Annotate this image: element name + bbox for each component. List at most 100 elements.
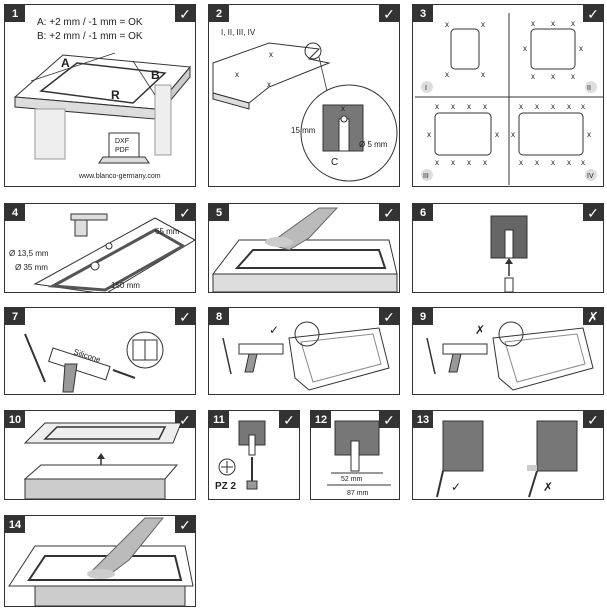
svg-text:x: x: [551, 19, 555, 28]
step-9-panel: 9 ✗ ✗: [412, 307, 604, 395]
seal-check-illustration: ✓ ✗: [436, 420, 578, 498]
step-10-panel: 10 ✓: [4, 410, 196, 500]
check-icon: ✓: [379, 411, 399, 428]
step-number: 7: [5, 308, 25, 325]
step-number: 14: [5, 516, 25, 533]
check-icon: ✓: [175, 5, 195, 22]
svg-text:x: x: [511, 130, 515, 139]
cutout-tolerance-illustration: A: +2 mm / -1 mm = OK B: +2 mm / -1 mm =…: [13, 17, 191, 180]
svg-text:x: x: [535, 102, 539, 111]
step-8-panel: 8 ✓ ✓: [208, 307, 400, 395]
step-14-panel: 14 ✓: [4, 515, 196, 607]
svg-text:x: x: [451, 102, 455, 111]
svg-text:x: x: [571, 72, 575, 81]
svg-text:x: x: [467, 102, 471, 111]
svg-text:x: x: [551, 72, 555, 81]
svg-text:x: x: [567, 102, 571, 111]
svg-text:x: x: [483, 158, 487, 167]
silicone-gun-illustration: Silicone: [24, 331, 164, 393]
dim-150mm: 150 mm: [111, 281, 140, 290]
quadrant-iii-label: III: [423, 173, 429, 180]
step-number: 5: [209, 204, 229, 221]
svg-text:x: x: [435, 102, 439, 111]
dim-5mm: Ø 5 mm: [359, 140, 388, 149]
step-11-panel: 11 ✓ PZ 2: [208, 410, 300, 500]
step-number: 6: [413, 204, 433, 221]
clip-position-illustration: I, II, III, IV x x x x 15 mm Ø 5 mm C: [212, 28, 398, 182]
svg-text:x: x: [427, 130, 431, 139]
check-icon: ✓: [279, 411, 299, 428]
svg-text:x: x: [445, 20, 449, 29]
correct-mark: ✓: [451, 480, 461, 494]
ok-mark: ✓: [269, 323, 279, 337]
label-c: C: [331, 157, 338, 168]
svg-text:x: x: [451, 158, 455, 167]
svg-text:x: x: [467, 158, 471, 167]
check-icon: ✓: [175, 516, 195, 533]
tap-hole-illustration: Ø 13,5 mm Ø 35 mm 65 mm 150 mm: [9, 213, 195, 292]
dim-87mm: 87 mm: [347, 490, 369, 497]
check-icon: ✓: [379, 204, 399, 221]
step-number: 10: [5, 411, 25, 428]
clip-mark: x: [267, 80, 271, 89]
clip-marks-i: x x x x: [445, 20, 485, 79]
svg-text:x: x: [483, 102, 487, 111]
svg-text:x: x: [495, 130, 499, 139]
step-5-panel: 5 ✓: [208, 203, 400, 293]
step-6-panel: 6 ✓: [412, 203, 604, 293]
step-number: 3: [413, 5, 433, 22]
label-b: B: [151, 68, 160, 82]
quadrant-i-label: I: [425, 85, 427, 92]
svg-text:x: x: [435, 158, 439, 167]
step-number: 12: [311, 411, 331, 428]
step-7-panel: 7 ✓ Silicone: [4, 307, 196, 395]
check-icon: ✓: [583, 5, 603, 22]
step-13-panel: 13 ✓ ✓ ✗: [412, 410, 604, 500]
svg-text:x: x: [481, 70, 485, 79]
step-number: 11: [209, 411, 229, 428]
dim-52mm: 52 mm: [341, 476, 363, 483]
svg-text:x: x: [481, 20, 485, 29]
label-a: A: [61, 56, 70, 70]
clip-mark: x: [235, 70, 239, 79]
step-12-panel: 12 ✓ 52 mm 87 mm: [310, 410, 400, 500]
svg-text:x: x: [535, 158, 539, 167]
clip-layout-illustration: x x x x I x x x x x x x x II x x x x x x x x x x III x…: [415, 13, 603, 185]
svg-text:x: x: [531, 19, 535, 28]
step-number: 1: [5, 5, 25, 22]
step-number: 4: [5, 204, 25, 221]
svg-text:x: x: [581, 102, 585, 111]
svg-text:x: x: [519, 102, 523, 111]
step-number: 2: [209, 5, 229, 22]
pdf-label: PDF: [115, 147, 129, 154]
check-icon: ✓: [175, 308, 195, 325]
silicone-on-rim-correct-illustration: ✓: [222, 321, 390, 391]
check-icon: ✓: [379, 5, 399, 22]
svg-text:x: x: [531, 72, 535, 81]
clean-surface-illustration: [211, 207, 398, 292]
svg-text:x: x: [579, 44, 583, 53]
step-number: 13: [413, 411, 433, 428]
check-icon: ✓: [583, 411, 603, 428]
label-r: R: [111, 88, 120, 102]
svg-text:x: x: [445, 70, 449, 79]
step-number: 8: [209, 308, 229, 325]
dim-15mm: 15 mm: [291, 126, 316, 135]
silicone-on-rim-incorrect-illustration: ✗: [426, 321, 594, 391]
quadrant-ii-label: II: [587, 85, 591, 92]
variants-label: I, II, III, IV: [221, 28, 256, 37]
incorrect-mark: ✗: [543, 480, 553, 494]
step-1-panel: 1 ✓ A: +2 mm / -1 mm = OK B: +2 mm / -1 …: [4, 4, 196, 187]
svg-text:x: x: [581, 158, 585, 167]
dim-65mm: 65 mm: [155, 227, 180, 236]
svg-text:x: x: [551, 102, 555, 111]
insert-clip-illustration: [490, 215, 528, 292]
clip-marks-iii: x x x x x x x x x x: [427, 102, 499, 167]
cross-icon: ✗: [583, 308, 603, 325]
step-4-panel: 4 ✓ Ø 13,5 mm Ø 35 mm 65 mm 150 mm: [4, 203, 196, 293]
tolerance-a-text: A: +2 mm / -1 mm = OK: [37, 17, 143, 28]
quadrant-iv-label: IV: [587, 173, 594, 180]
clip-mark: x: [269, 50, 273, 59]
